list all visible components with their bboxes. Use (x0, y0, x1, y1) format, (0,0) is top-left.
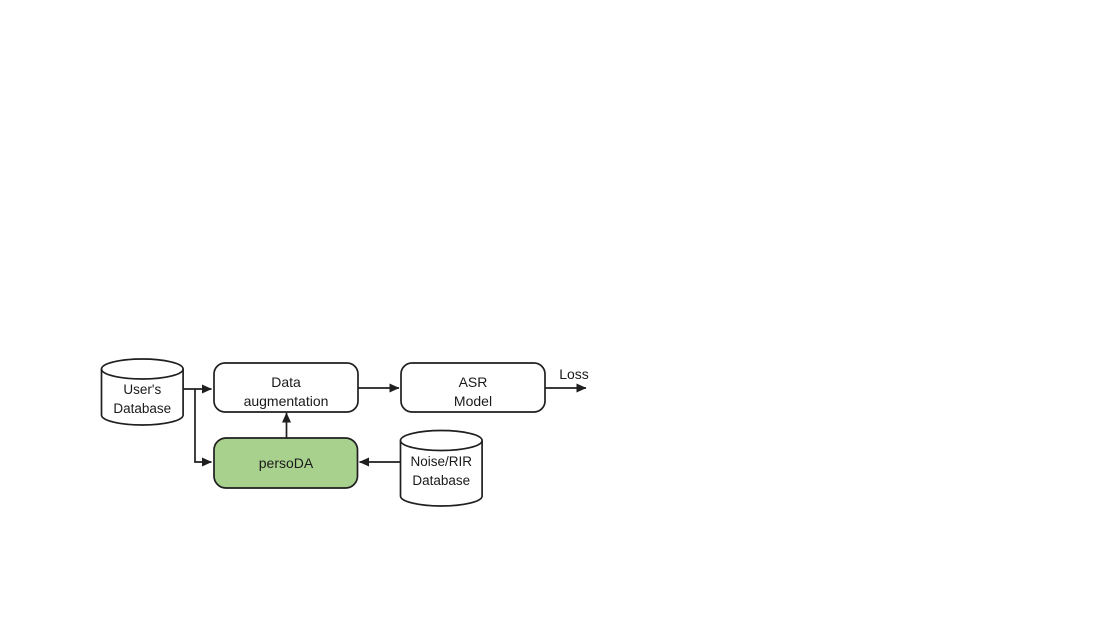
data-augmentation-box (213, 362, 359, 413)
node-asr-model: ASR Model (400, 362, 546, 413)
noise-rir-label-line1: Noise/RIR (411, 454, 473, 469)
asr-model-label-line1: ASR (459, 374, 488, 390)
node-noise-rir-database: Noise/RIR Database (399, 429, 483, 507)
user-database-label-line2: Database (113, 401, 171, 416)
data-augmentation-label-line1: Data (271, 374, 301, 390)
node-user-database: User's Database (100, 358, 184, 426)
data-augmentation-label-line2: augmentation (244, 393, 329, 409)
node-data-augmentation: Data augmentation (213, 362, 359, 413)
database-cylinder-lid (399, 440, 483, 452)
node-persoda: persoDA (213, 437, 359, 489)
connector-userdb-to-persoda (194, 389, 212, 467)
noise-rir-label-line2: Database (412, 473, 470, 488)
database-cylinder-lid (100, 368, 184, 380)
asr-model-box (400, 362, 546, 413)
loss-label: Loss (559, 366, 589, 382)
asr-model-label-line2: Model (454, 393, 492, 409)
persoda-label: persoDA (259, 455, 314, 471)
connectors (183, 383, 587, 467)
database-cylinder-icon (100, 358, 184, 426)
persoda-box (213, 437, 359, 489)
user-database-label-line1: User's (123, 382, 161, 397)
